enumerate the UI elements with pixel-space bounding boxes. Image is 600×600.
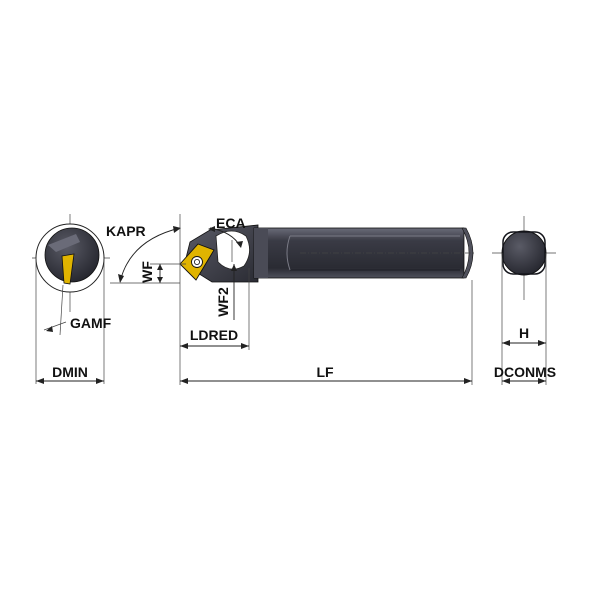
arrowhead [464, 378, 472, 384]
arrowhead [231, 264, 237, 271]
shank-end [461, 227, 474, 279]
kapr-arc [119, 227, 181, 283]
arrowhead [96, 378, 104, 384]
arrowhead [502, 378, 510, 384]
arrowhead [502, 340, 510, 346]
arrowhead [157, 277, 163, 283]
arrowhead [236, 241, 243, 248]
arrowhead [173, 226, 181, 233]
eca-label: ECA [216, 215, 246, 231]
wf-label: WF [139, 261, 155, 283]
arrowhead [157, 264, 163, 270]
torx-icon [193, 258, 200, 265]
side-view: WF KAPR ECA WF2 LDRED LF [106, 214, 476, 385]
lf-label: LF [316, 364, 334, 380]
arrowhead [36, 378, 44, 384]
arrowhead [538, 378, 546, 384]
gamf-ref-line [59, 284, 64, 336]
arrowhead [208, 226, 215, 232]
gamf-ref-line-2 [43, 321, 67, 331]
insert-screw-icon [191, 256, 203, 268]
h-label: H [519, 325, 529, 341]
ldred-label: LDRED [190, 327, 238, 343]
shank-flats-outline [502, 231, 546, 275]
insert-end-view [61, 253, 75, 285]
right-end-view: H DCONMS [492, 216, 556, 385]
wf2-label: WF2 [215, 287, 231, 317]
dconms-label: DCONMS [494, 364, 556, 380]
arrowhead [241, 343, 249, 349]
arrowhead [538, 340, 546, 346]
left-end-view: DMIN GAMF [32, 214, 112, 384]
arrowhead [180, 343, 188, 349]
arrowhead [180, 378, 188, 384]
kapr-label: KAPR [106, 223, 146, 239]
shank-end-face [501, 230, 547, 276]
chip-flute [48, 234, 80, 252]
shank-neck [254, 228, 268, 278]
gamf-label: GAMF [70, 315, 112, 331]
dmin-label: DMIN [52, 364, 88, 380]
arrowhead [118, 274, 124, 283]
chip-pocket [215, 230, 250, 270]
arrowhead [46, 326, 53, 332]
flat-start [286, 235, 291, 271]
